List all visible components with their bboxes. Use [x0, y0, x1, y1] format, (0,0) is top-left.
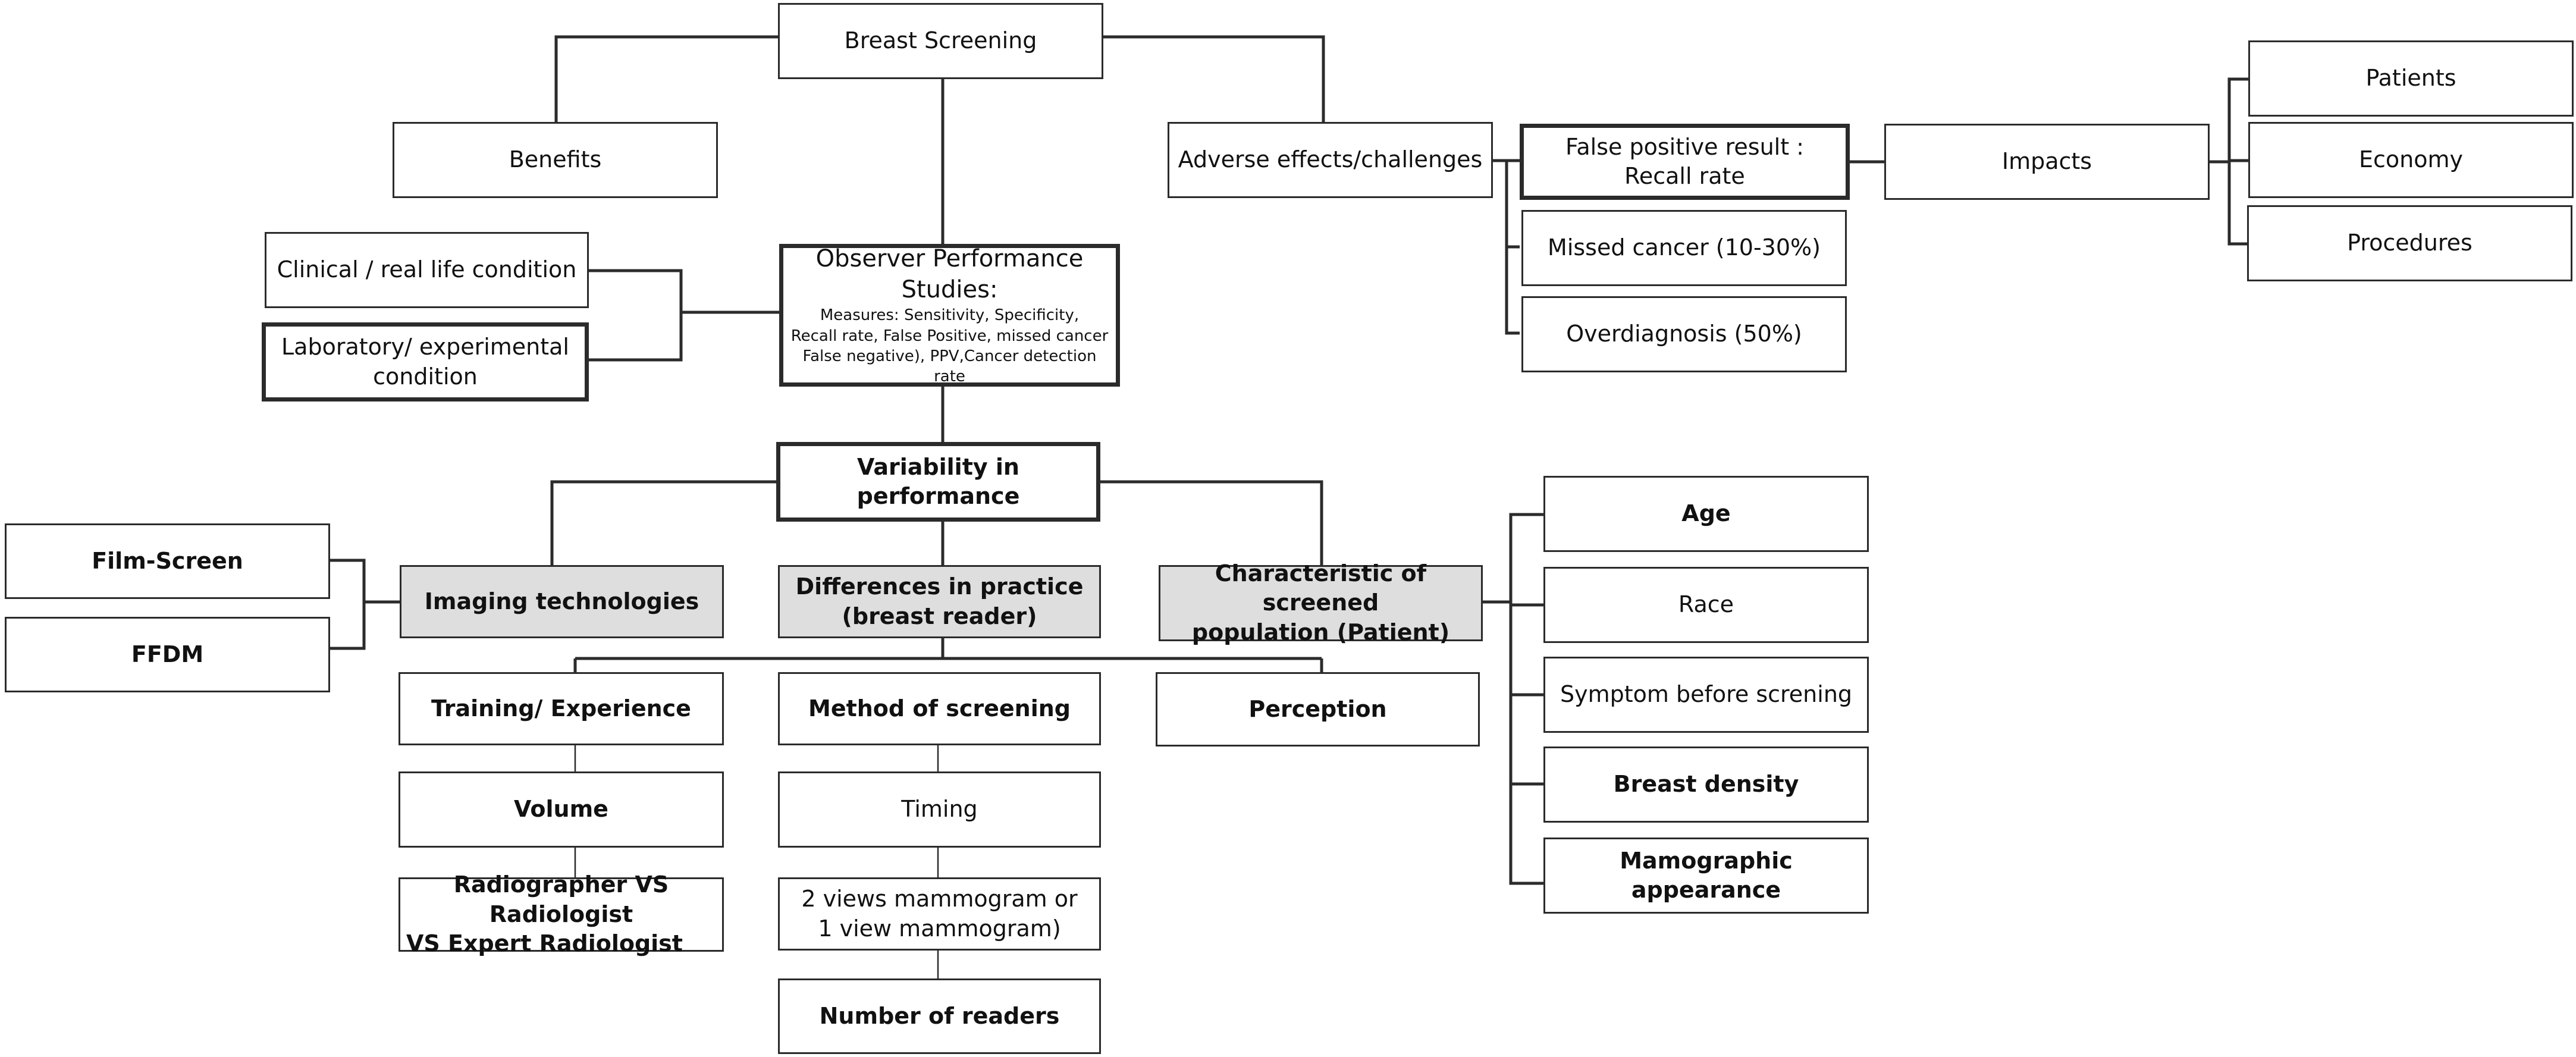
missed-cancer-label: Missed cancer (10-30%) [1548, 234, 1821, 261]
patients-node: Patients [2248, 40, 2574, 117]
false-positive-line-1: False positive result : [1565, 133, 1804, 160]
number-readers-node: Number of readers [778, 978, 1101, 1054]
radiographer-line-2: VS Expert Radiologist [406, 930, 683, 957]
mamographic-appearance-label: Mamographic appearance [1620, 847, 1793, 903]
training-experience-node: Training/ Experience [399, 672, 724, 745]
race-node: Race [1543, 567, 1869, 643]
overdiagnosis-node: Overdiagnosis (50%) [1521, 296, 1847, 372]
age-label: Age [1681, 500, 1731, 527]
connector-root-benefits [554, 35, 778, 122]
breast-screening-label: Breast Screening [844, 27, 1037, 54]
timing-node: Timing [778, 771, 1101, 848]
clinical-condition-node: Clinical / real life condition [265, 232, 589, 308]
volume-node: Volume [399, 771, 724, 848]
method-screening-node: Method of screening [778, 672, 1101, 745]
observer-performance-node: Observer Performance Studies: Measures: … [779, 244, 1120, 387]
perception-label: Perception [1248, 695, 1387, 722]
training-experience-label: Training/ Experience [431, 695, 691, 722]
radiographer-node: Radiographer VS Radiologist VS Expert Ra… [399, 871, 724, 956]
volume-label: Volume [514, 796, 608, 823]
film-screen-label: Film-Screen [92, 547, 243, 574]
differences-practice-node: Differences in practice (breast reader) [778, 565, 1101, 638]
missed-cancer-node: Missed cancer (10-30%) [1521, 210, 1847, 286]
perception-node: Perception [1156, 672, 1480, 747]
film-screen-node: Film-Screen [5, 523, 330, 599]
impacts-label: Impacts [2001, 148, 2092, 175]
race-label: Race [1678, 591, 1734, 618]
connector-population-vertical [1509, 513, 1543, 885]
overdiagnosis-label: Overdiagnosis (50%) [1566, 321, 1802, 347]
views-node: 2 views mammogram or 1 view mammogram) [778, 877, 1101, 951]
connector-root-adverse [1103, 35, 1325, 122]
number-readers-label: Number of readers [819, 1002, 1060, 1029]
economy-label: Economy [2359, 146, 2463, 173]
connector-adverse-bracket [1505, 161, 1520, 335]
mamographic-appearance-node: Mamographic appearance [1543, 838, 1869, 914]
timing-label: Timing [901, 796, 978, 823]
symptom-label: Symptom before screning [1560, 681, 1853, 708]
benefits-node: Benefits [393, 122, 718, 198]
imaging-technologies-label: Imaging technologies [424, 588, 699, 614]
practice-line-2: (breast reader) [842, 603, 1037, 629]
ffdm-node: FFDM [5, 617, 330, 692]
breast-screening-node: Breast Screening [778, 3, 1103, 79]
economy-node: Economy [2248, 122, 2574, 198]
laboratory-line-2: condition [373, 363, 478, 390]
false-positive-node: False positive result : Recall rate [1520, 124, 1850, 200]
method-screening-label: Method of screening [808, 695, 1071, 722]
population-line-1: Characteristic of screened [1215, 560, 1427, 616]
symptom-node: Symptom before screning [1543, 657, 1869, 733]
benefits-label: Benefits [509, 146, 602, 173]
imaging-technologies-node: Imaging technologies [400, 565, 724, 638]
ffdm-label: FFDM [131, 641, 204, 667]
breast-density-node: Breast density [1543, 747, 1869, 823]
laboratory-condition-node: Laboratory/ experimental condition [262, 322, 589, 402]
variability-label: Variability in performance [856, 453, 1020, 509]
false-positive-line-2: Recall rate [1624, 163, 1745, 189]
connector-conditions-bracket [589, 269, 683, 362]
views-line-2: 1 view mammogram) [818, 915, 1061, 942]
breast-density-label: Breast density [1613, 771, 1799, 798]
procedures-node: Procedures [2247, 205, 2572, 281]
views-line-1: 2 views mammogram or [801, 886, 1078, 912]
age-node: Age [1543, 476, 1869, 552]
population-line-2: population (Patient) [1191, 619, 1450, 645]
connector-variability-population [1100, 480, 1323, 565]
laboratory-line-1: Laboratory/ experimental [281, 334, 569, 360]
population-node: Characteristic of screened population (P… [1159, 560, 1483, 645]
adverse-effects-label: Adverse effects/challenges [1178, 146, 1483, 173]
radiographer-line-1: Radiographer VS Radiologist [453, 871, 669, 927]
connector-variability-imaging [550, 480, 776, 565]
patients-label: Patients [2365, 65, 2456, 92]
clinical-condition-label: Clinical / real life condition [277, 256, 577, 283]
impacts-node: Impacts [1884, 124, 2210, 200]
adverse-effects-node: Adverse effects/challenges [1168, 122, 1493, 198]
observer-measures-line-2: Recall rate, False Positive, missed canc… [790, 327, 1109, 345]
procedures-label: Procedures [2347, 230, 2473, 256]
practice-line-1: Differences in practice [795, 573, 1084, 600]
connector-imaging-bracket [330, 559, 366, 650]
variability-node: Variability in performance [776, 442, 1100, 522]
observer-title: Observer Performance Studies: [815, 245, 1084, 304]
observer-measures-line-1: Measures: Sensitivity, Specificity, [820, 306, 1080, 325]
observer-measures-line-3: False negative), PPV,Cancer detection ra… [802, 347, 1097, 386]
